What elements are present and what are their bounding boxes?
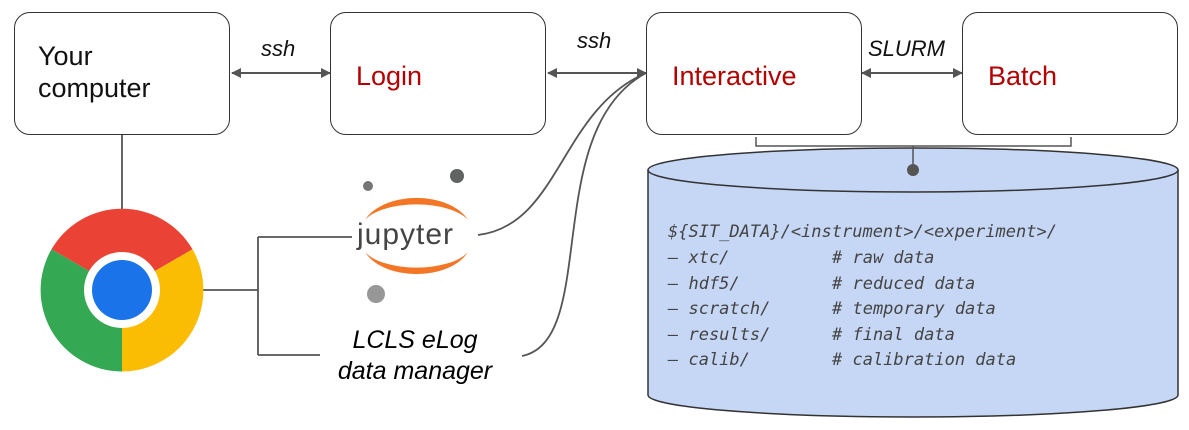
your-computer-node (14, 12, 230, 135)
storage-entry-comment: # raw data (832, 248, 935, 268)
storage-entry-path: – xtc/ (668, 248, 730, 268)
batch-node (962, 12, 1178, 135)
storage-root-path: ${SIT_DATA}/<instrument>/<experiment>/ (668, 222, 1057, 242)
elog-line-1: LCLS eLog (352, 326, 478, 354)
storage-entry-comment: # final data (832, 325, 955, 345)
login-label: Login (356, 61, 423, 91)
batch-label: Batch (988, 61, 1058, 91)
storage-entry-path: – hdf5/ (668, 274, 740, 294)
storage-entry-comment: # temporary data (832, 299, 996, 319)
storage-connector-dot (907, 164, 919, 176)
elog-label: LCLS eLog data manager (310, 325, 520, 388)
storage-entry-path: – scratch/ (668, 299, 771, 319)
bracket-browser (203, 236, 352, 356)
jupyter-wordmark: jupyter (357, 218, 455, 251)
chrome-logo-icon (40, 208, 204, 372)
login-node (330, 12, 546, 135)
interactive-label: Interactive (672, 61, 797, 91)
storage-entry-comment: # calibration data (832, 350, 1017, 370)
interactive-node (646, 12, 862, 135)
storage-entry-comment: # reduced data (832, 274, 976, 294)
edge-label-ssh-login: ssh (261, 36, 296, 61)
edge-label-ssh-interactive: ssh (577, 28, 612, 53)
jupyter-logo-icon (363, 169, 468, 303)
storage-entry-path: – results/ (668, 325, 771, 345)
curve-elog-interactive (521, 72, 647, 357)
elog-line-2: data manager (337, 357, 493, 386)
curve-jupyter-interactive (477, 72, 647, 236)
your-computer-label: Your computer (38, 41, 151, 104)
storage-entry-path: – calib/ (668, 350, 750, 370)
edge-label-slurm: SLURM (868, 36, 946, 61)
